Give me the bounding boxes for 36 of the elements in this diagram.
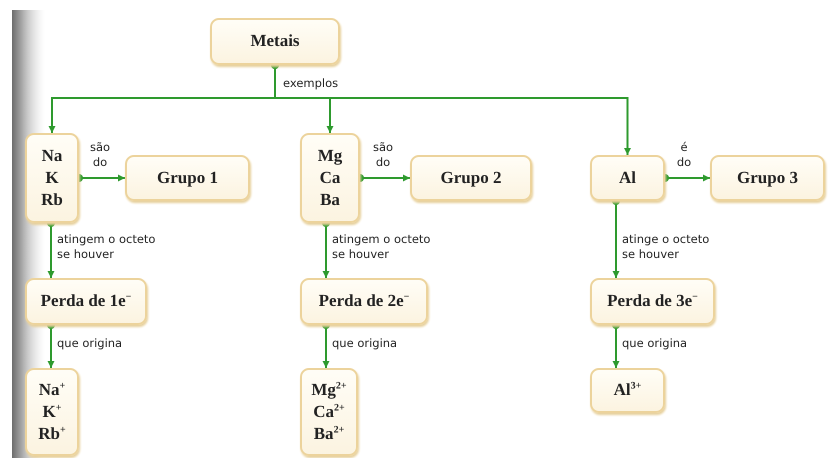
concept-box <box>25 278 147 325</box>
edge-label: exemplos <box>283 76 340 91</box>
concept-box <box>210 18 340 65</box>
concept-text: Grupo 1 <box>157 166 218 189</box>
concept-box <box>590 278 715 325</box>
concept-text: Perda de 2e$^{−}$ <box>318 290 410 312</box>
concept-box <box>300 368 358 456</box>
concept-box <box>590 155 665 201</box>
edge-label: que origina <box>622 336 688 351</box>
edge-label: atingem o octeto se houver <box>57 232 156 262</box>
concept-box <box>710 155 825 201</box>
edge-label: que origina <box>332 336 398 351</box>
concept-text: Na K Rb <box>41 144 63 212</box>
edge-label: atinge o octeto se houver <box>622 232 710 262</box>
edge-label: que origina <box>57 336 124 351</box>
edge-label: atingem o octeto se houver <box>332 232 432 262</box>
concept-text: Mg$^{2+}$ Ca$^{2+}$ Ba$^{2+}$ <box>311 378 347 446</box>
concept-box <box>125 155 250 201</box>
concept-text: Grupo 3 <box>737 166 798 189</box>
concept-text: Perda de 1e$^{−}$ <box>40 290 132 312</box>
concept-box <box>300 278 428 325</box>
edge-label: são do <box>88 140 112 170</box>
edge-label: é do <box>676 140 692 170</box>
concept-box <box>25 133 79 223</box>
concept-text: Perda de 3e$^{−}$ <box>607 290 698 312</box>
concept-text: Al <box>619 166 636 189</box>
concept-box <box>410 155 532 201</box>
concept-text: Al$^{3+}$ <box>614 379 642 402</box>
concept-text: Grupo 2 <box>440 166 502 189</box>
concept-text: Na$^{+}$ K$^{+}$ Rb$^{+}$ <box>38 378 66 446</box>
concept-box <box>300 133 360 223</box>
concept-box <box>590 368 665 413</box>
edge-label: são do <box>372 140 394 170</box>
concept-box <box>25 368 79 456</box>
concept-text: Metais <box>250 30 300 52</box>
concept-text: Mg Ca Ba <box>318 144 342 212</box>
